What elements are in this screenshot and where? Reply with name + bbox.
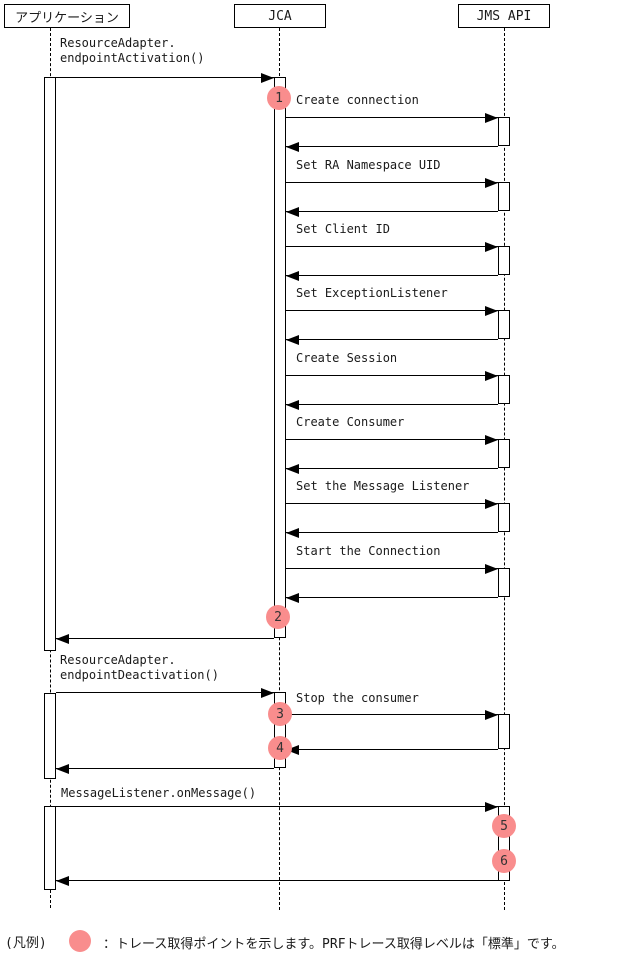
legend: (凡例) ：トレース取得ポイントを示します。PRFトレース取得レベルは「標準」で…	[5, 928, 635, 954]
activation-jms	[498, 568, 510, 597]
return-arrow	[286, 142, 498, 152]
activation-jms	[498, 182, 510, 211]
activation-jms	[498, 439, 510, 468]
message-label: Set ExceptionListener	[296, 286, 448, 300]
return-arrow	[286, 335, 498, 345]
activation-application-2	[44, 693, 56, 779]
actor-application-label: アプリケーション	[15, 10, 119, 26]
actor-jms-api: JMS API	[458, 4, 550, 28]
endpoint-deactivation-arrow	[56, 688, 274, 698]
activation-jms	[498, 375, 510, 404]
stop-consumer-label: Stop the consumer	[296, 691, 419, 705]
return-arrow	[286, 207, 498, 217]
on-message-arrow	[56, 802, 498, 812]
call-arrow	[286, 113, 498, 123]
activation-jms	[498, 117, 510, 146]
lifeline-jms-api	[504, 28, 505, 910]
call-arrow	[286, 564, 498, 574]
message-label: Set Client ID	[296, 222, 390, 236]
actor-application: アプリケーション	[4, 4, 130, 28]
trace-point-6: 6	[492, 849, 516, 873]
message-label: Start the Connection	[296, 544, 441, 558]
call-arrow	[286, 306, 498, 316]
trace-point-4: 4	[268, 736, 292, 760]
trace-point-1: 1	[267, 86, 291, 110]
legend-description: ：トレース取得ポイントを示します。PRFトレース取得レベルは「標準」です。	[103, 937, 565, 952]
actor-jca-label: JCA	[268, 8, 292, 24]
call-arrow	[286, 242, 498, 252]
trace-point-5: 5	[492, 814, 516, 838]
activation-application-1	[44, 77, 56, 651]
trace-point-3: 3	[268, 702, 292, 726]
actor-jca: JCA	[234, 4, 326, 28]
trace-point-marker-icon	[69, 930, 91, 952]
activation-return-arrow	[56, 634, 274, 644]
endpoint-activation-arrow	[56, 73, 274, 83]
call-arrow	[286, 178, 498, 188]
actor-jms-api-label: JMS API	[476, 8, 532, 24]
return-arrow	[286, 271, 498, 281]
call-arrow	[286, 371, 498, 381]
activation-jms	[498, 503, 510, 532]
activation-jms	[498, 246, 510, 275]
return-arrow	[286, 464, 498, 474]
deactivation-return-arrow	[56, 764, 274, 774]
stop-consumer-return-arrow	[286, 745, 498, 755]
return-arrow	[286, 400, 498, 410]
activation-jms-stop	[498, 714, 510, 749]
return-arrow	[286, 593, 498, 603]
on-message-label: MessageListener.onMessage()	[61, 786, 257, 800]
activation-jca-1	[274, 77, 286, 638]
endpoint-activation-label: ResourceAdapter. endpointActivation()	[60, 36, 205, 65]
endpoint-deactivation-label: ResourceAdapter. endpointDeactivation()	[60, 653, 219, 682]
activation-jms	[498, 310, 510, 339]
message-label: Set the Message Listener	[296, 479, 470, 493]
trace-point-2: 2	[266, 605, 290, 629]
call-arrow	[286, 499, 498, 509]
on-message-return-arrow	[56, 876, 498, 886]
message-label: Set RA Namespace UID	[296, 158, 441, 172]
call-arrow	[286, 435, 498, 445]
legend-title: (凡例)	[5, 936, 47, 951]
message-label: Create Consumer	[296, 415, 405, 429]
return-arrow	[286, 528, 498, 538]
message-label: Create Session	[296, 351, 398, 365]
stop-consumer-arrow	[286, 710, 498, 720]
activation-application-3	[44, 806, 56, 890]
message-label: Create connection	[296, 93, 419, 107]
